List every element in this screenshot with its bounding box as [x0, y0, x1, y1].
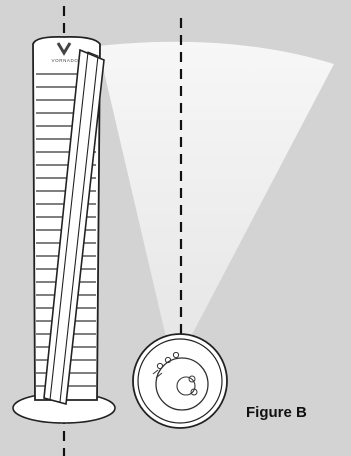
fan-twist-bands	[43, 48, 105, 406]
svg-text:VORNADO: VORNADO	[52, 58, 79, 63]
tower-fan-icon: VORNADO	[12, 35, 116, 424]
remote-control-icon	[132, 333, 228, 429]
vornado-logo: VORNADO	[52, 42, 79, 63]
airflow-beam	[98, 41, 334, 346]
figure-caption: Figure B	[246, 404, 307, 421]
